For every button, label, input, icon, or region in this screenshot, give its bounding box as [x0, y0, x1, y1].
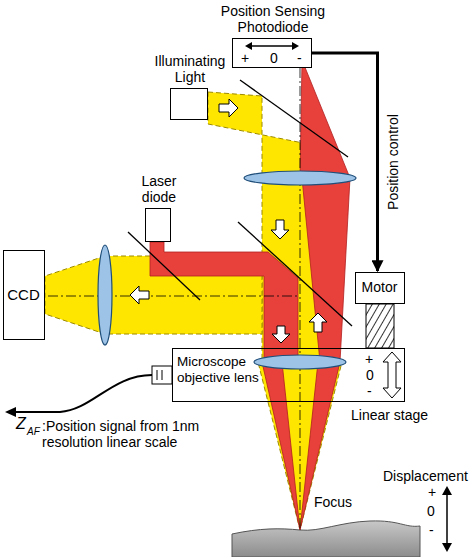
- objective-lens: [254, 355, 346, 369]
- node-heading: Illuminating Light: [150, 53, 230, 85]
- motor-box: Motor: [355, 272, 405, 304]
- polarity-sign: -: [297, 50, 302, 66]
- node-heading: Laser diode: [134, 173, 184, 205]
- displacement-arrowhead: [442, 486, 452, 495]
- linear-stage-box: Microscope objective lens+0-Linear stage: [172, 348, 405, 402]
- optical-axis: [48, 296, 300, 297]
- polarity-sign: -: [367, 383, 372, 399]
- laser-focus-cone: [300, 362, 340, 530]
- signal-cable: [14, 375, 152, 412]
- laser-return-beam: [302, 178, 350, 362]
- part-name: Microscope objective lens: [177, 354, 267, 385]
- node-heading: Linear stage: [351, 407, 428, 423]
- laser-beam: [150, 242, 298, 362]
- displacement-arrowhead: [442, 543, 452, 552]
- polarity-sign: +: [365, 351, 373, 367]
- camera-box: CCD: [3, 250, 45, 340]
- signal-name: Z: [16, 415, 26, 433]
- displacement-arrow: [446, 492, 448, 546]
- node-label: Motor: [362, 279, 398, 295]
- direction-arrow: [219, 99, 238, 117]
- direction-arrow: [309, 313, 327, 332]
- laser-diode-box: Laser diode: [145, 208, 171, 242]
- direction-arrow: [130, 286, 149, 304]
- polarity-sign: 0: [366, 367, 374, 383]
- scale-connector: [152, 366, 172, 384]
- optical-axis: [300, 68, 301, 548]
- polarity-sign: +: [241, 50, 249, 66]
- light-source-box: Illuminating Light: [170, 88, 208, 120]
- lens: [98, 245, 112, 345]
- laser-return-cone: [300, 60, 350, 178]
- beam-splitter: [240, 80, 348, 157]
- connector-pin: [162, 370, 163, 380]
- sample-surface: [232, 521, 420, 557]
- lens: [244, 171, 356, 185]
- polarity-sign: 0: [270, 50, 278, 66]
- stage-motion-arrow: [383, 352, 401, 398]
- connector-label: Position control: [384, 112, 400, 212]
- axis-title: Displacement: [383, 468, 468, 484]
- lead-screw: [366, 304, 394, 348]
- direction-arrow: [271, 220, 289, 239]
- polarity-sign: 0: [427, 503, 435, 519]
- connector-pin: [157, 370, 158, 380]
- control-connector: [312, 53, 378, 271]
- node-label: CCD: [7, 286, 40, 303]
- polarity-sign: +: [428, 484, 436, 500]
- node-heading: Position Sensing Photodiode: [193, 3, 353, 35]
- signal-subscript: AF: [27, 426, 40, 438]
- signal-note: :Position signal from 1nm resolution lin…: [42, 418, 232, 450]
- imaging-cone: [45, 256, 105, 334]
- beam-splitter: [238, 222, 352, 326]
- point-label: Focus: [314, 494, 352, 510]
- laser-focus-cone: [262, 362, 300, 530]
- direction-arrow: [272, 326, 290, 343]
- polarity-sign: -: [429, 522, 434, 538]
- signal-arrowhead: [5, 407, 16, 417]
- photodiode-box: Position Sensing Photodiode+0-: [232, 38, 312, 68]
